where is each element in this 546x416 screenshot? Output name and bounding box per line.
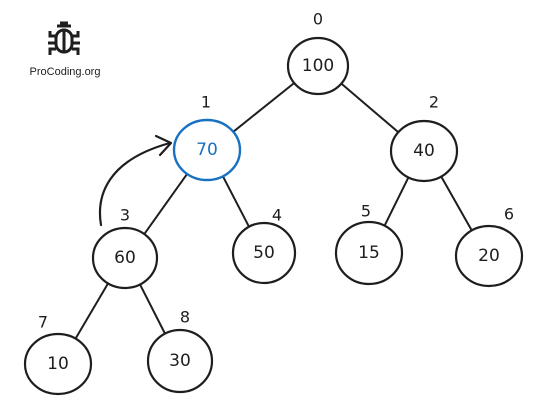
heap-node: 100 0 [286, 10, 350, 96]
node-index-label: 5 [361, 202, 371, 221]
node-index-label: 0 [313, 10, 323, 29]
node-value: 10 [47, 354, 69, 374]
heap-node: 10 7 [23, 313, 93, 396]
node-circle [146, 328, 214, 394]
node-circle [389, 119, 459, 183]
node-circle [334, 220, 404, 286]
heap-node: 50 4 [231, 206, 297, 285]
tree-edge [339, 81, 401, 135]
node-index-label: 2 [429, 93, 439, 112]
heap-node: 20 6 [454, 205, 524, 288]
procoding-logo: ProCoding.org [30, 21, 101, 78]
node-circle [231, 221, 297, 285]
node-circle [172, 118, 242, 182]
node-value: 100 [302, 56, 334, 76]
tree-edge [73, 281, 110, 341]
heap-node: 15 5 [334, 202, 404, 286]
heap-node: 30 8 [146, 308, 214, 394]
node-value: 40 [413, 141, 435, 161]
node-circle [91, 226, 159, 290]
tree-edge [231, 81, 297, 134]
node-index-label: 6 [504, 205, 514, 224]
node-index-label: 4 [272, 206, 282, 225]
node-value: 20 [478, 246, 500, 266]
logo-text: ProCoding.org [30, 66, 101, 78]
node-circle [286, 36, 350, 96]
node-index-label: 1 [201, 93, 211, 112]
tree-edge [142, 171, 189, 237]
edges-layer [73, 81, 474, 341]
heap-node: 70 1 [172, 93, 242, 182]
heap-node: 40 2 [389, 93, 459, 183]
tree-edge [382, 175, 411, 229]
node-circle [23, 332, 93, 396]
tree-edge [138, 282, 167, 336]
node-value: 15 [358, 243, 380, 263]
node-index-label: 3 [120, 206, 130, 225]
heap-node: 60 3 [91, 206, 159, 290]
tree-edge [221, 173, 251, 230]
swap-arrow [98, 134, 173, 227]
node-circle [454, 224, 524, 288]
bug-icon [48, 21, 80, 55]
node-index-label: 7 [38, 313, 48, 332]
node-index-label: 8 [180, 308, 190, 327]
node-value: 60 [114, 248, 136, 268]
node-value: 30 [169, 351, 191, 371]
node-value: 50 [253, 243, 275, 263]
node-value: 70 [196, 140, 218, 160]
tree-edge [439, 174, 474, 233]
